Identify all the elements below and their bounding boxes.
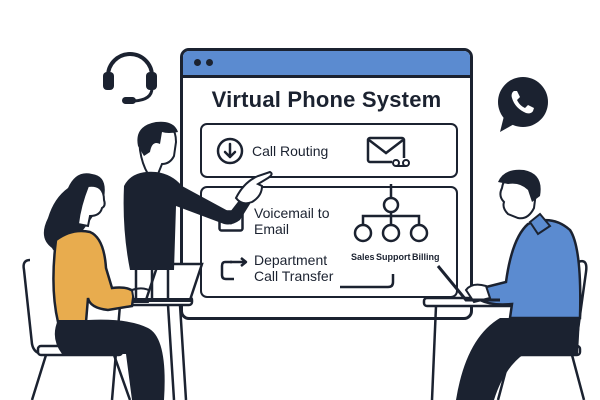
headset-icon [103,52,157,104]
transfer-label-line1: Department [254,252,328,268]
department-transfer-item[interactable]: Department Call Transfer [254,252,333,284]
window-dot-1[interactable] [194,59,201,66]
voicemail-label-line2: Email [254,221,290,237]
transfer-label-line2: Call Transfer [254,268,334,284]
window-title-bar [183,51,470,78]
call-routing-card[interactable]: Call Routing [200,123,458,178]
org-chart-icon [353,184,429,243]
phone-chat-bubble-icon [498,77,548,132]
woman-at-laptop [22,173,204,400]
dept-sales[interactable]: Sales [351,252,375,262]
presenter-pointing [123,121,273,300]
dept-support[interactable]: Support [376,252,411,262]
man-at-laptop [436,169,588,400]
transfer-arrow-icon [220,257,248,281]
voicemail-label-line1: Voicemail to [254,205,330,221]
envelope-voicemail-icon [366,136,410,167]
dept-billing[interactable]: Billing [412,252,440,262]
connector-line [340,274,395,289]
window-dot-2[interactable] [206,59,213,66]
call-routing-label: Call Routing [252,143,329,159]
window-title: Virtual Phone System [211,87,442,112]
voicemail-to-email-item[interactable]: Voicemail to Email [254,205,329,237]
arrow-down-circle-icon [216,137,244,165]
